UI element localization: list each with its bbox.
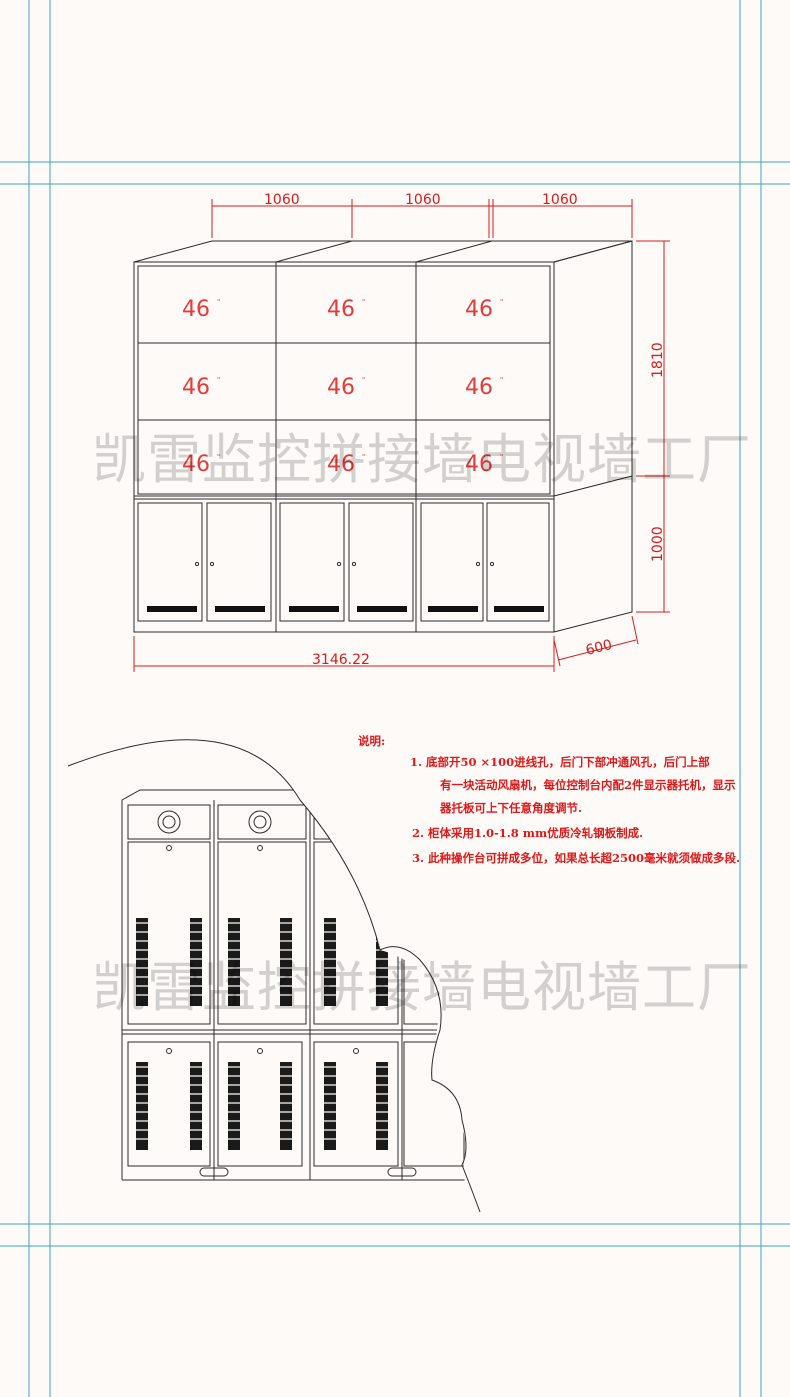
note-line-1b: 有一块活动风扇机，每位控制台内配2件显示器托机，显示: [440, 778, 736, 792]
notes-block: 说明: 1. 底部开50 ×100进线孔，后门下部冲通风孔，后门上部 有一块活动…: [358, 734, 740, 865]
lower-cabinet-doors: [137, 502, 550, 622]
screen-unit: ": [217, 298, 220, 306]
dim-width-2: 1060: [405, 192, 441, 208]
screen-label: 46: [465, 297, 493, 322]
dim-depth: 600: [584, 637, 614, 659]
notes-heading: 说明:: [358, 734, 385, 748]
screen-label: 46: [327, 297, 355, 322]
screen-label: 46: [327, 452, 355, 477]
screen-labels: 46 46 46 46 46 46 46 46 46 " " " " " " "…: [182, 297, 503, 477]
screen-label: 46: [327, 375, 355, 400]
screen-label: 46: [465, 452, 493, 477]
door-knobs: [194, 561, 495, 567]
dim-total-width: 3146.22: [312, 652, 370, 668]
note-line-2: 2. 柜体采用1.0-1.8 mm优质冷轧钢板制成.: [412, 826, 643, 840]
screen-unit: ": [500, 453, 503, 461]
note-line-1a: 1. 底部开50 ×100进线孔，后门下部冲通风孔，后门上部: [410, 755, 710, 769]
watermark: 凯雷监控拼接墙电视墙工厂: [92, 956, 752, 1019]
tv-wall-cabinet: [133, 240, 633, 633]
screen-unit: ": [362, 453, 365, 461]
screen-unit: ": [217, 376, 220, 384]
rear-cutaway-view: [121, 789, 470, 1181]
screen-label: 46: [182, 297, 210, 322]
vent-slot-gaps: [136, 922, 388, 1140]
dim-width-3: 1060: [542, 192, 578, 208]
dimension-texts: 1060 1060 1060 3146.22 600 1810 1000: [264, 192, 666, 668]
cutaway-boundary: [67, 739, 481, 1213]
screen-unit: ": [500, 298, 503, 306]
screen-label: 46: [182, 375, 210, 400]
screen-label: 46: [465, 375, 493, 400]
note-line-3: 3. 此种操作台可拼成多位，如果总长超2500毫米就须做成多段.: [412, 851, 740, 865]
watermark: 凯雷监控拼接墙电视墙工厂: [92, 428, 752, 491]
screen-unit: ": [500, 376, 503, 384]
door-vents: [147, 606, 544, 612]
screen-label: 46: [182, 452, 210, 477]
dim-width-1: 1060: [264, 192, 300, 208]
dim-upper-height: 1810: [650, 342, 666, 378]
note-line-1c: 器托板可上下任意角度调节.: [439, 801, 582, 815]
screen-unit: ": [362, 298, 365, 306]
screen-unit: ": [362, 376, 365, 384]
screen-unit: ": [217, 453, 220, 461]
dim-lower-height: 1000: [650, 526, 666, 562]
dimension-lines: [133, 199, 670, 672]
